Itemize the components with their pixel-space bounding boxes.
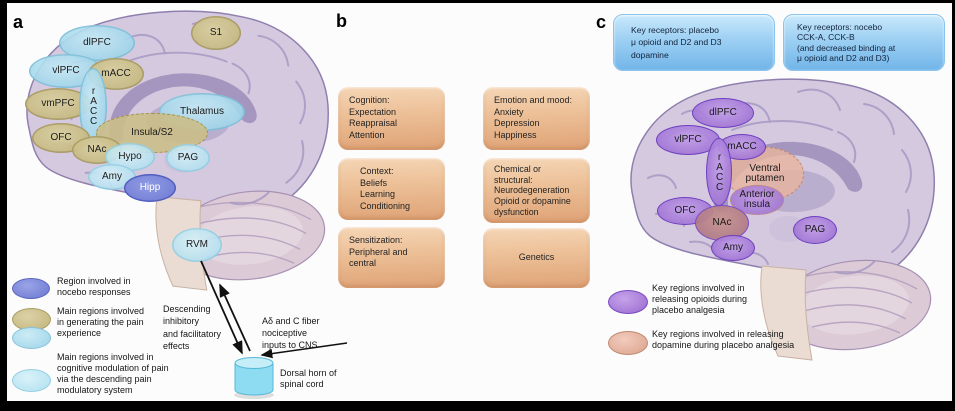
legend-text-pain-experience: Main regions involved in generating the … [57, 306, 145, 339]
region-label: NAc [712, 216, 732, 228]
factor-box-cognition: Cognition: Expectation Reappraisal Atten… [338, 87, 445, 150]
legend-swatch-modulation-icon [12, 369, 51, 392]
legend-swatch-opioid-icon [608, 290, 648, 314]
region-label: mACC [101, 67, 131, 79]
receptor-box-placebo: Key receptors: placebo μ opioid and D2 a… [613, 14, 775, 71]
region-label: S1 [209, 26, 223, 38]
region-label: NAc [87, 143, 107, 155]
region-ellipse-hipp: Hipp [124, 174, 176, 202]
legend-swatch-nocebo-icon [12, 278, 50, 299]
region-label: rACC [88, 86, 100, 126]
factor-box-sensitization: Sensitization: Peripheral and central [338, 227, 445, 288]
region-ellipse-dlpfc-c: dlPFC [692, 98, 754, 128]
legend-text-opioid: Key regions involved in releasing opioid… [652, 283, 748, 316]
legend-text-nocebo: Region involved in nocebo responses [57, 276, 131, 298]
region-label: mACC [727, 140, 757, 152]
region-label: Amy [723, 241, 743, 253]
spinal-cord-cylinder [234, 357, 274, 399]
factor-box-context: Context: Beliefs Learning Conditioning [338, 158, 445, 220]
panel-b-label: b [336, 11, 347, 31]
region-label: Insula/S2 [131, 126, 173, 138]
region-label: dlPFC [709, 106, 737, 118]
region-ellipse-pag-c: PAG [793, 216, 837, 244]
region-label: RVM [185, 238, 209, 250]
region-ellipse-pag-a: PAG [166, 144, 210, 172]
region-label: dlPFC [83, 36, 111, 48]
region-label: Hipp [139, 181, 161, 193]
region-ellipse-rvm: RVM [172, 228, 222, 262]
region-label: PAG [177, 151, 199, 163]
legend-text-modulation: Main regions involved in cognitive modul… [57, 352, 169, 396]
region-label: OFC [50, 131, 72, 143]
region-label: Amy [102, 170, 122, 182]
factor-box-genetics: Genetics [483, 228, 590, 288]
panel-c-label: c [596, 12, 607, 32]
region-label: Ventral putamen [745, 162, 785, 184]
region-ellipse-racc-c: rACC [706, 138, 732, 206]
legend-swatch-dopamine-icon [608, 331, 648, 355]
dorsal-horn-text: Dorsal horn of spinal cord [280, 368, 337, 390]
region-label: PAG [804, 223, 826, 235]
factor-box-chemical: Chemical or structural: Neurodegeneratio… [483, 158, 590, 223]
region-label: OFC [674, 204, 696, 216]
region-label: Anterior insula [739, 188, 775, 210]
region-ellipse-amy-c: Amy [711, 235, 755, 261]
legend-swatch-pain-blue-icon [12, 327, 51, 349]
region-label: vlPFC [52, 64, 80, 76]
region-label: rACC [714, 152, 726, 192]
descending-effects-text: Descending inhibitory and facilitatory e… [163, 304, 222, 352]
factor-box-emotion: Emotion and mood: Anxiety Depression Hap… [483, 87, 590, 150]
receptor-box-nocebo: Key receptors: nocebo CCK-A, CCK-B (and … [783, 14, 945, 71]
afferent-inputs-text: Aδ and C fiber nociceptive inputs to CNS [262, 316, 320, 350]
region-label: vlPFC [674, 133, 702, 145]
panel-a-label: a [13, 12, 24, 32]
region-label: Hypo [118, 150, 142, 162]
region-ellipse-s1: S1 [191, 16, 241, 50]
legend-text-dopamine: Key regions involved in releasing dopami… [652, 329, 795, 351]
region-label: Thalamus [180, 105, 224, 117]
region-label: vmPFC [41, 97, 75, 109]
